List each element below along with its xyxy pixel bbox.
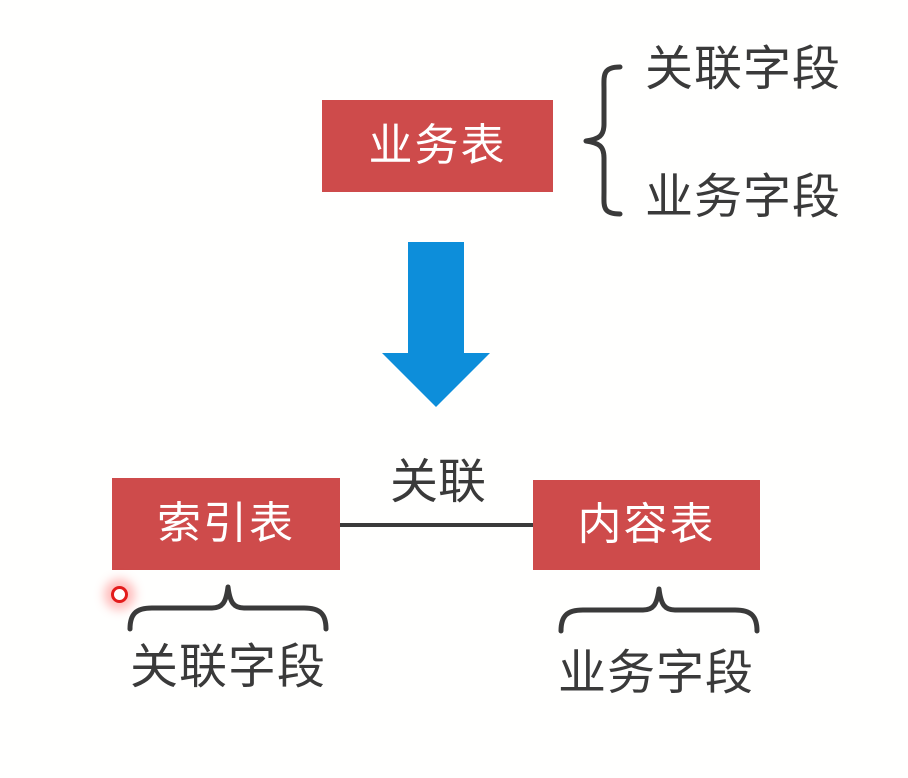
content-table-label: 内容表 [577, 499, 716, 550]
down-arrow-icon [382, 242, 490, 407]
curly-brace-icon [583, 64, 623, 217]
top-field-label-business: 业务字段 [645, 169, 842, 225]
horizontal-brace-icon [127, 584, 329, 632]
relation-label: 关联 [389, 454, 486, 510]
content-table-box: 内容表 [533, 480, 760, 570]
index-table-label: 索引表 [157, 498, 295, 549]
index-table-box: 索引表 [112, 478, 340, 570]
business-table-box: 业务表 [322, 100, 553, 192]
content-field-label: 业务字段 [557, 645, 754, 701]
index-field-label: 关联字段 [129, 639, 326, 695]
relation-line [340, 523, 533, 527]
horizontal-brace-icon [558, 586, 760, 634]
business-table-label: 业务表 [368, 120, 507, 171]
top-field-label-association: 关联字段 [645, 41, 842, 97]
laser-pointer-dot [111, 586, 128, 603]
